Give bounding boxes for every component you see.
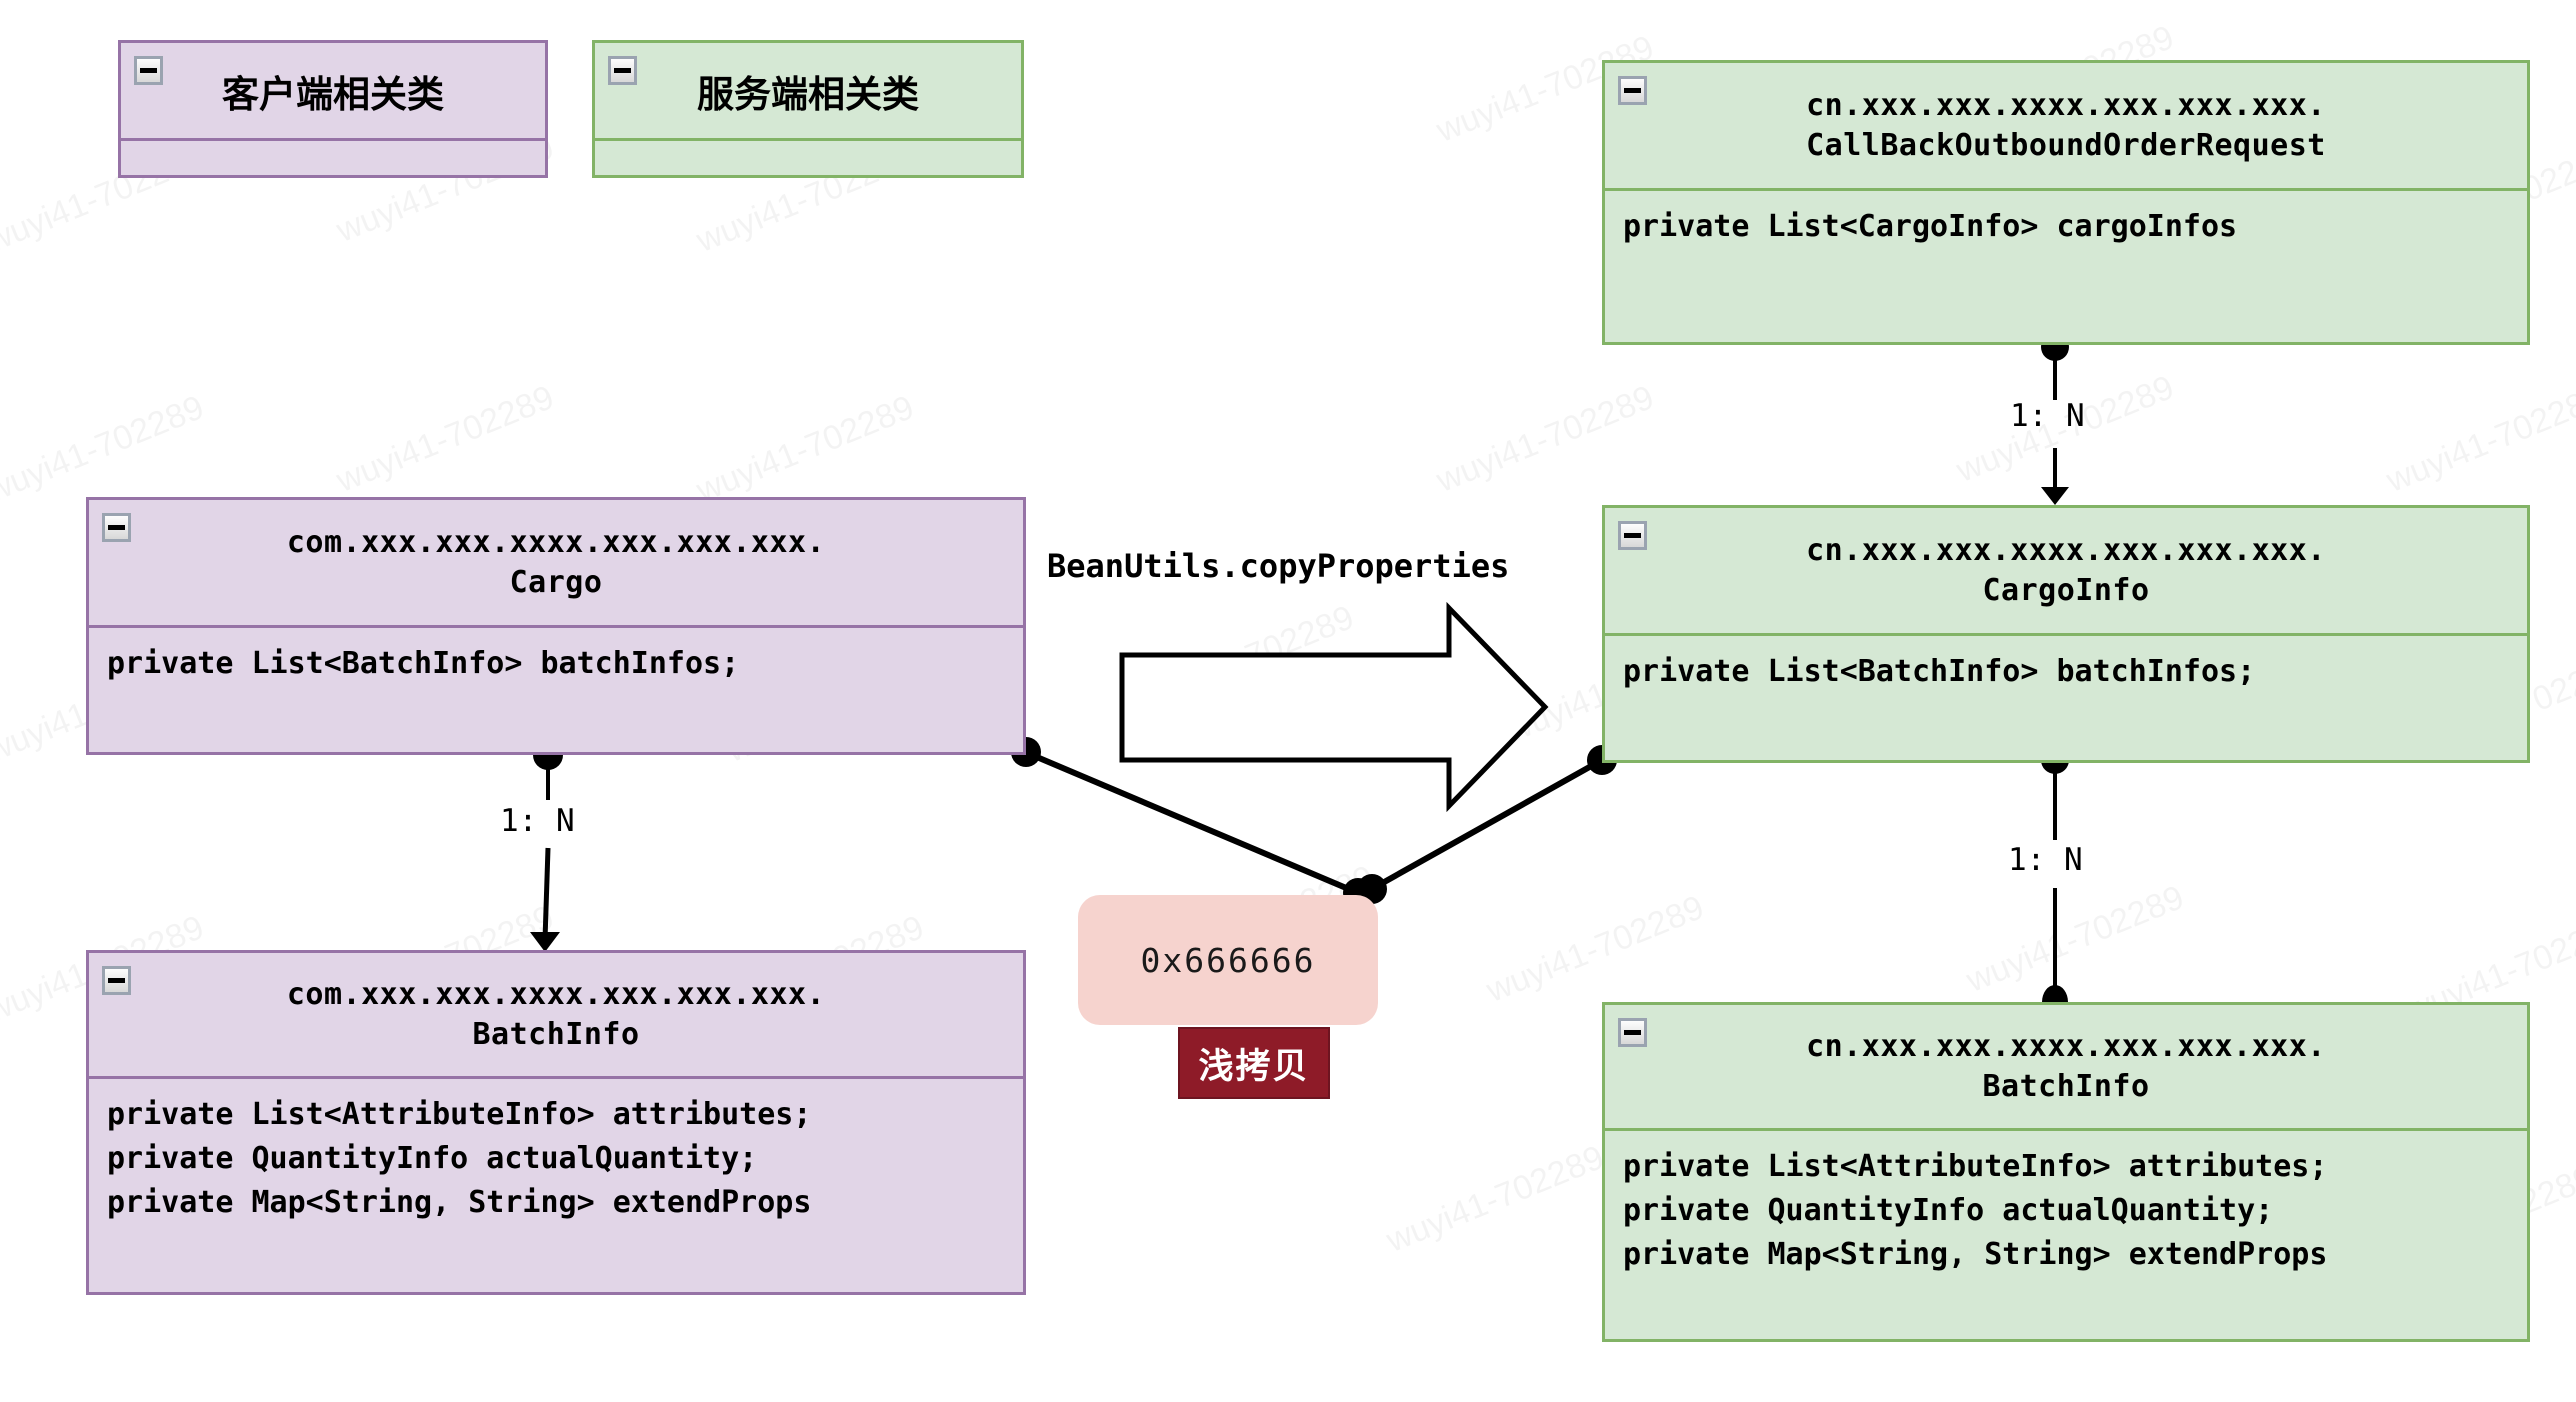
class-cargo-title: com.xxx.xxx.xxxx.xxx.xxx.xxx. Cargo xyxy=(287,523,825,603)
collapse-minus-icon[interactable] xyxy=(134,56,163,85)
divider xyxy=(89,625,1023,628)
class-cargoinfo-title: cn.xxx.xxx.xxxx.xxx.xxx.xxx. CargoInfo xyxy=(1806,531,2326,611)
class-callback-request-name: CallBackOutboundOrderRequest xyxy=(1806,127,2326,163)
class-field: private List<BatchInfo> batchInfos; xyxy=(1623,654,2256,689)
watermark: wuyi41-702289 xyxy=(331,378,559,501)
class-box-callback-request[interactable]: cn.xxx.xxx.xxxx.xxx.xxx.xxx. CallBackOutb… xyxy=(1602,60,2530,345)
watermark: wuyi41-702289 xyxy=(691,388,919,511)
class-field: private List<CargoInfo> cargoInfos xyxy=(1623,209,2238,244)
edge-cargoinfo-to-batchinfo xyxy=(2041,746,2069,1019)
class-batchinfo-client-title: com.xxx.xxx.xxxx.xxx.xxx.xxx. BatchInfo xyxy=(287,975,825,1055)
class-callback-request-title: cn.xxx.xxx.xxxx.xxx.xxx.xxx. CallBackOutb… xyxy=(1806,86,2326,166)
edge-cargoinfo-to-memory xyxy=(1357,745,1617,904)
legend-server-header: 服务端相关类 xyxy=(595,43,1021,138)
multiplicity-label-client-cargo-batch: 1: N xyxy=(500,803,575,839)
collapse-minus-icon[interactable] xyxy=(1618,76,1647,105)
class-field: private List<AttributeInfo> attributes; xyxy=(107,1097,812,1132)
divider xyxy=(121,138,545,141)
watermark: wuyi41-702289 xyxy=(0,388,210,511)
class-batchinfo-server-header: cn.xxx.xxx.xxxx.xxx.xxx.xxx. BatchInfo xyxy=(1605,1005,2527,1128)
divider xyxy=(89,1076,1023,1079)
edge-cargo-to-memory xyxy=(1011,737,1373,908)
collapse-minus-icon[interactable] xyxy=(608,56,637,85)
class-cargo-name: Cargo xyxy=(509,564,603,600)
legend-box-client[interactable]: 客户端相关类 xyxy=(118,40,548,178)
multiplicity-label-server-request-cargo: 1: N xyxy=(2010,398,2085,434)
class-batchinfo-server-title: cn.xxx.xxx.xxxx.xxx.xxx.xxx. BatchInfo xyxy=(1806,1027,2326,1107)
divider xyxy=(1605,633,2527,636)
class-box-cargo[interactable]: com.xxx.xxx.xxxx.xxx.xxx.xxx. Cargo priva… xyxy=(86,497,1026,755)
copy-arrow-icon xyxy=(1119,601,1549,813)
watermark: wuyi41-702289 xyxy=(1381,1138,1609,1261)
class-callback-request-fields: private List<CargoInfo> cargoInfos xyxy=(1605,191,2527,249)
collapse-minus-icon[interactable] xyxy=(1618,1018,1647,1047)
class-cargo-header: com.xxx.xxx.xxxx.xxx.xxx.xxx. Cargo xyxy=(89,500,1023,625)
collapse-minus-icon[interactable] xyxy=(1618,521,1647,550)
collapse-minus-icon[interactable] xyxy=(102,966,131,995)
legend-box-server[interactable]: 服务端相关类 xyxy=(592,40,1024,178)
class-field: private QuantityInfo actualQuantity; xyxy=(1623,1193,2274,1229)
class-batchinfo-server-name: BatchInfo xyxy=(1982,1068,2150,1104)
divider xyxy=(1605,1128,2527,1131)
class-batchinfo-client-name: BatchInfo xyxy=(472,1016,640,1052)
legend-client-header: 客户端相关类 xyxy=(121,43,545,138)
watermark: wuyi41-702289 xyxy=(1431,378,1659,501)
shallow-copy-label: 浅拷贝 xyxy=(1198,1046,1310,1086)
copy-properties-label: BeanUtils.copyProperties xyxy=(1047,547,1510,585)
class-cargo-fields: private List<BatchInfo> batchInfos; xyxy=(89,628,1023,686)
legend-client-body xyxy=(121,141,545,155)
watermark: wuyi41-702289 xyxy=(1961,878,2189,1001)
multiplicity-label-server-cargo-batch: 1: N xyxy=(2008,842,2083,878)
class-callback-request-header: cn.xxx.xxx.xxxx.xxx.xxx.xxx. CallBackOutb… xyxy=(1605,63,2527,188)
class-batchinfo-client-fields: private List<AttributeInfo> attributes; … xyxy=(89,1079,1023,1225)
divider xyxy=(1605,188,2527,191)
memory-address-node[interactable]: 0x666666 xyxy=(1078,895,1378,1025)
class-box-batchinfo-server[interactable]: cn.xxx.xxx.xxxx.xxx.xxx.xxx. BatchInfo pr… xyxy=(1602,1002,2530,1342)
class-field: private List<AttributeInfo> attributes; xyxy=(1623,1149,2328,1184)
class-field: private List<BatchInfo> batchInfos; xyxy=(107,646,740,681)
edge-cargo-to-batchinfo xyxy=(530,740,563,952)
class-cargoinfo-name: CargoInfo xyxy=(1982,572,2150,608)
collapse-minus-icon[interactable] xyxy=(102,513,131,542)
class-batchinfo-server-fields: private List<AttributeInfo> attributes; … xyxy=(1605,1131,2527,1277)
memory-address-text: 0x666666 xyxy=(1140,940,1316,980)
class-callback-request-package: cn.xxx.xxx.xxxx.xxx.xxx.xxx. xyxy=(1806,87,2326,123)
class-batchinfo-client-package: com.xxx.xxx.xxxx.xxx.xxx.xxx. xyxy=(286,976,826,1012)
divider xyxy=(595,138,1021,141)
watermark: wuyi41-702289 xyxy=(1481,888,1709,1011)
class-field: private Map<String, String> extendProps xyxy=(107,1185,812,1221)
class-box-batchinfo-client[interactable]: com.xxx.xxx.xxxx.xxx.xxx.xxx. BatchInfo p… xyxy=(86,950,1026,1295)
class-batchinfo-client-header: com.xxx.xxx.xxxx.xxx.xxx.xxx. BatchInfo xyxy=(89,953,1023,1076)
class-box-cargoinfo[interactable]: cn.xxx.xxx.xxxx.xxx.xxx.xxx. CargoInfo pr… xyxy=(1602,505,2530,763)
watermark: wuyi41-702289 xyxy=(1131,598,1359,721)
legend-server-body xyxy=(595,141,1021,155)
class-cargoinfo-package: cn.xxx.xxx.xxxx.xxx.xxx.xxx. xyxy=(1806,532,2326,568)
class-field: private QuantityInfo actualQuantity; xyxy=(107,1141,758,1177)
shallow-copy-badge: 浅拷贝 xyxy=(1178,1027,1330,1099)
legend-server-title: 服务端相关类 xyxy=(697,73,919,115)
class-cargoinfo-fields: private List<BatchInfo> batchInfos; xyxy=(1605,636,2527,694)
class-cargoinfo-header: cn.xxx.xxx.xxxx.xxx.xxx.xxx. CargoInfo xyxy=(1605,508,2527,633)
class-batchinfo-server-package: cn.xxx.xxx.xxxx.xxx.xxx.xxx. xyxy=(1806,1028,2326,1064)
watermark: wuyi41-702289 xyxy=(2381,378,2576,501)
class-field: private Map<String, String> extendProps xyxy=(1623,1237,2328,1273)
legend-client-title: 客户端相关类 xyxy=(222,73,444,115)
class-cargo-package: com.xxx.xxx.xxxx.xxx.xxx.xxx. xyxy=(286,524,826,560)
